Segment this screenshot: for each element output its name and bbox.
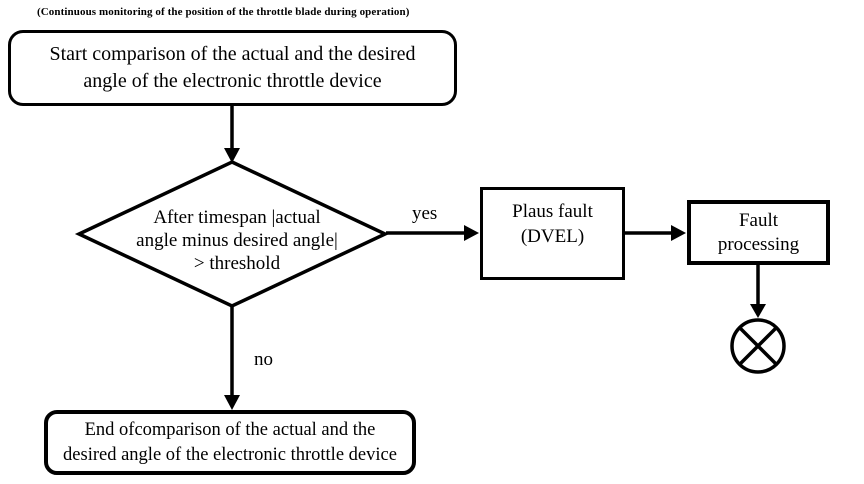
diagram-caption: (Continuous monitoring of the position o… (37, 6, 410, 18)
arrowhead-yes (464, 225, 479, 241)
fault-processing-text-line-2: processing (717, 233, 800, 255)
decision-node-text: After timespan |actual angle minus desir… (107, 206, 367, 275)
no-edge-label: no (254, 349, 273, 370)
start-node-text-line-1: Start comparison of the actual and the d… (49, 43, 416, 65)
arrowhead-start-to-decision (224, 148, 240, 163)
end-node-text-line-2: desired angle of the electronic throttle… (63, 444, 397, 465)
plaus-fault-text-line-1: Plaus fault (512, 201, 593, 222)
start-node-text-line-2: angle of the electronic throttle device (83, 70, 382, 92)
decision-text-line-2: angle minus desired angle| (136, 230, 338, 251)
arrowhead-plaus-to-fault (671, 225, 686, 241)
decision-text-line-1: After timespan |actual (153, 207, 321, 228)
fault-processing-node: Fault processing (687, 200, 830, 265)
end-node: End ofcomparison of the actual and the d… (44, 410, 416, 475)
yes-edge-label: yes (412, 203, 438, 224)
start-node: Start comparison of the actual and the d… (8, 30, 457, 106)
arrowhead-no (224, 395, 240, 410)
arrowhead-fault-to-terminator (750, 304, 766, 318)
end-node-text-line-1: End ofcomparison of the actual and the (84, 419, 376, 440)
plaus-fault-text-line-2: (DVEL) (520, 226, 585, 247)
decision-text-line-3: > threshold (193, 253, 281, 274)
fault-processing-text-line-1: Fault (738, 209, 779, 231)
circle-x-icon (730, 318, 786, 374)
plaus-fault-node: Plaus fault (DVEL) (480, 187, 625, 280)
terminator-x-stroke-2 (738, 326, 778, 366)
